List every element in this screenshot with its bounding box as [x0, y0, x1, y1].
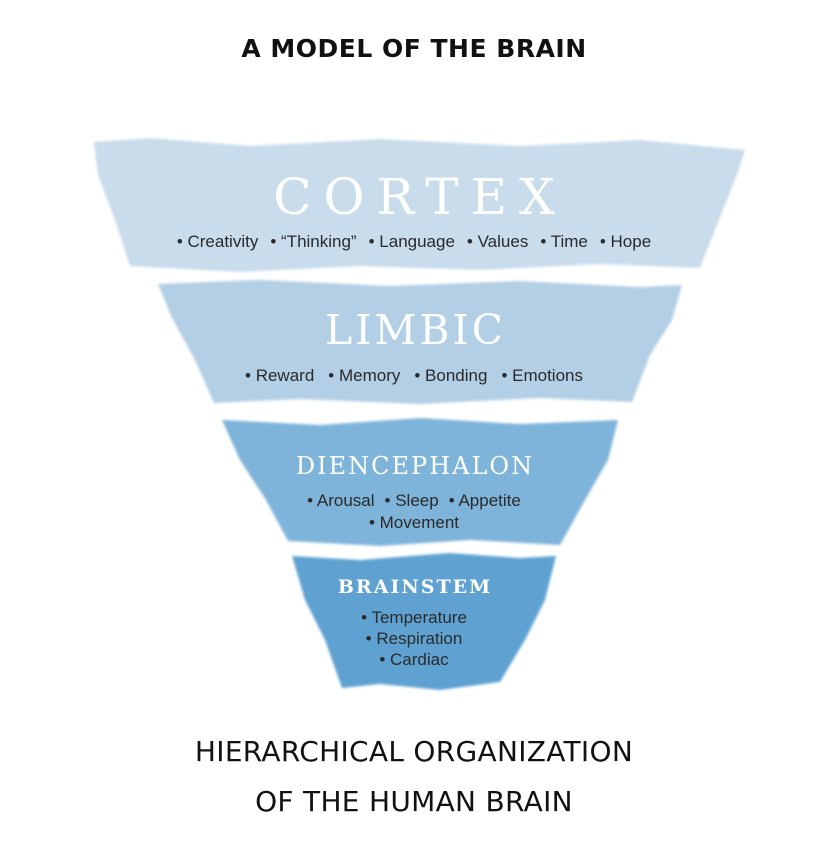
cortex-item: • Hope: [599, 232, 652, 251]
brainstem-item: • Cardiac: [379, 650, 449, 669]
diagram-title: A MODEL OF THE BRAIN: [241, 34, 587, 63]
diencephalon-item: • Movement: [368, 513, 460, 532]
limbic-layer: [158, 280, 682, 404]
cortex-item: • Time: [540, 232, 588, 251]
limbic-item: • Reward: [245, 366, 315, 385]
limbic-functions: • Reward • Memory • Bonding • Emotions: [0, 366, 828, 386]
cortex-layer: [94, 138, 745, 272]
brainstem-item: • Temperature: [361, 608, 467, 627]
brainstem-item: • Respiration: [365, 629, 463, 648]
diencephalon-item: • Appetite: [448, 491, 521, 510]
cortex-item: • Language: [368, 232, 455, 251]
brainstem-layer: [292, 553, 556, 690]
cortex-item: • “Thinking”: [270, 232, 357, 251]
diencephalon-layer: [222, 418, 618, 546]
brainstem-functions: • Temperature • Respiration • Cardiac: [0, 607, 828, 670]
cortex-item: • Creativity: [176, 232, 259, 251]
cortex-functions: • Creativity • “Thinking” • Language • Valu…: [0, 232, 828, 252]
diencephalon-item: • Arousal: [307, 491, 375, 510]
caption-line-2: OF THE HUMAN BRAIN: [255, 785, 573, 818]
cortex-label: CORTEX: [273, 168, 567, 226]
cortex-item: • Values: [466, 232, 529, 251]
diencephalon-label: DIENCEPHALON: [295, 452, 535, 480]
diencephalon-item: • Sleep: [384, 491, 439, 510]
limbic-item: • Memory: [328, 366, 401, 385]
diencephalon-functions: • Arousal • Sleep • Appetite • Movement: [0, 490, 828, 534]
limbic-label: LIMBIC: [324, 306, 507, 354]
brainstem-label: BRAINSTEM: [337, 576, 493, 598]
limbic-item: • Emotions: [501, 366, 583, 385]
limbic-item: • Bonding: [414, 366, 488, 385]
caption-line-1: HIERARCHICAL ORGANIZATION: [194, 735, 634, 768]
